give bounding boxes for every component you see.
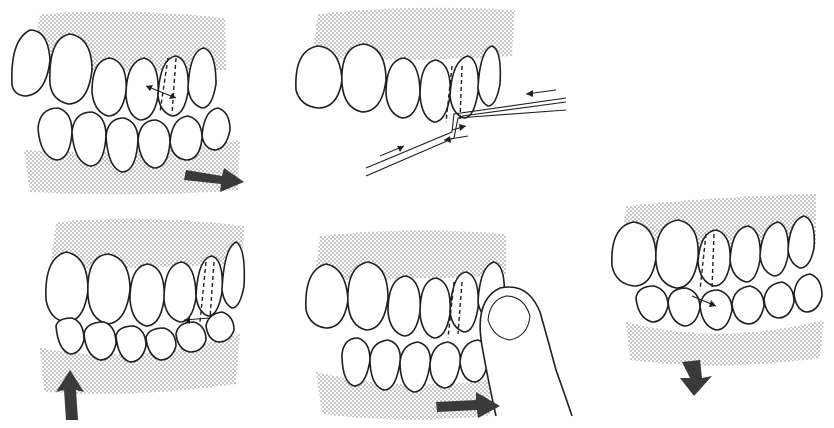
panel-4 [306,230,572,419]
upper-gum [312,8,515,60]
panel-5 [612,194,824,396]
panel-2 [296,8,566,176]
panel-3 [40,219,244,420]
upper-gum [314,230,506,280]
panel-1 [12,12,244,195]
